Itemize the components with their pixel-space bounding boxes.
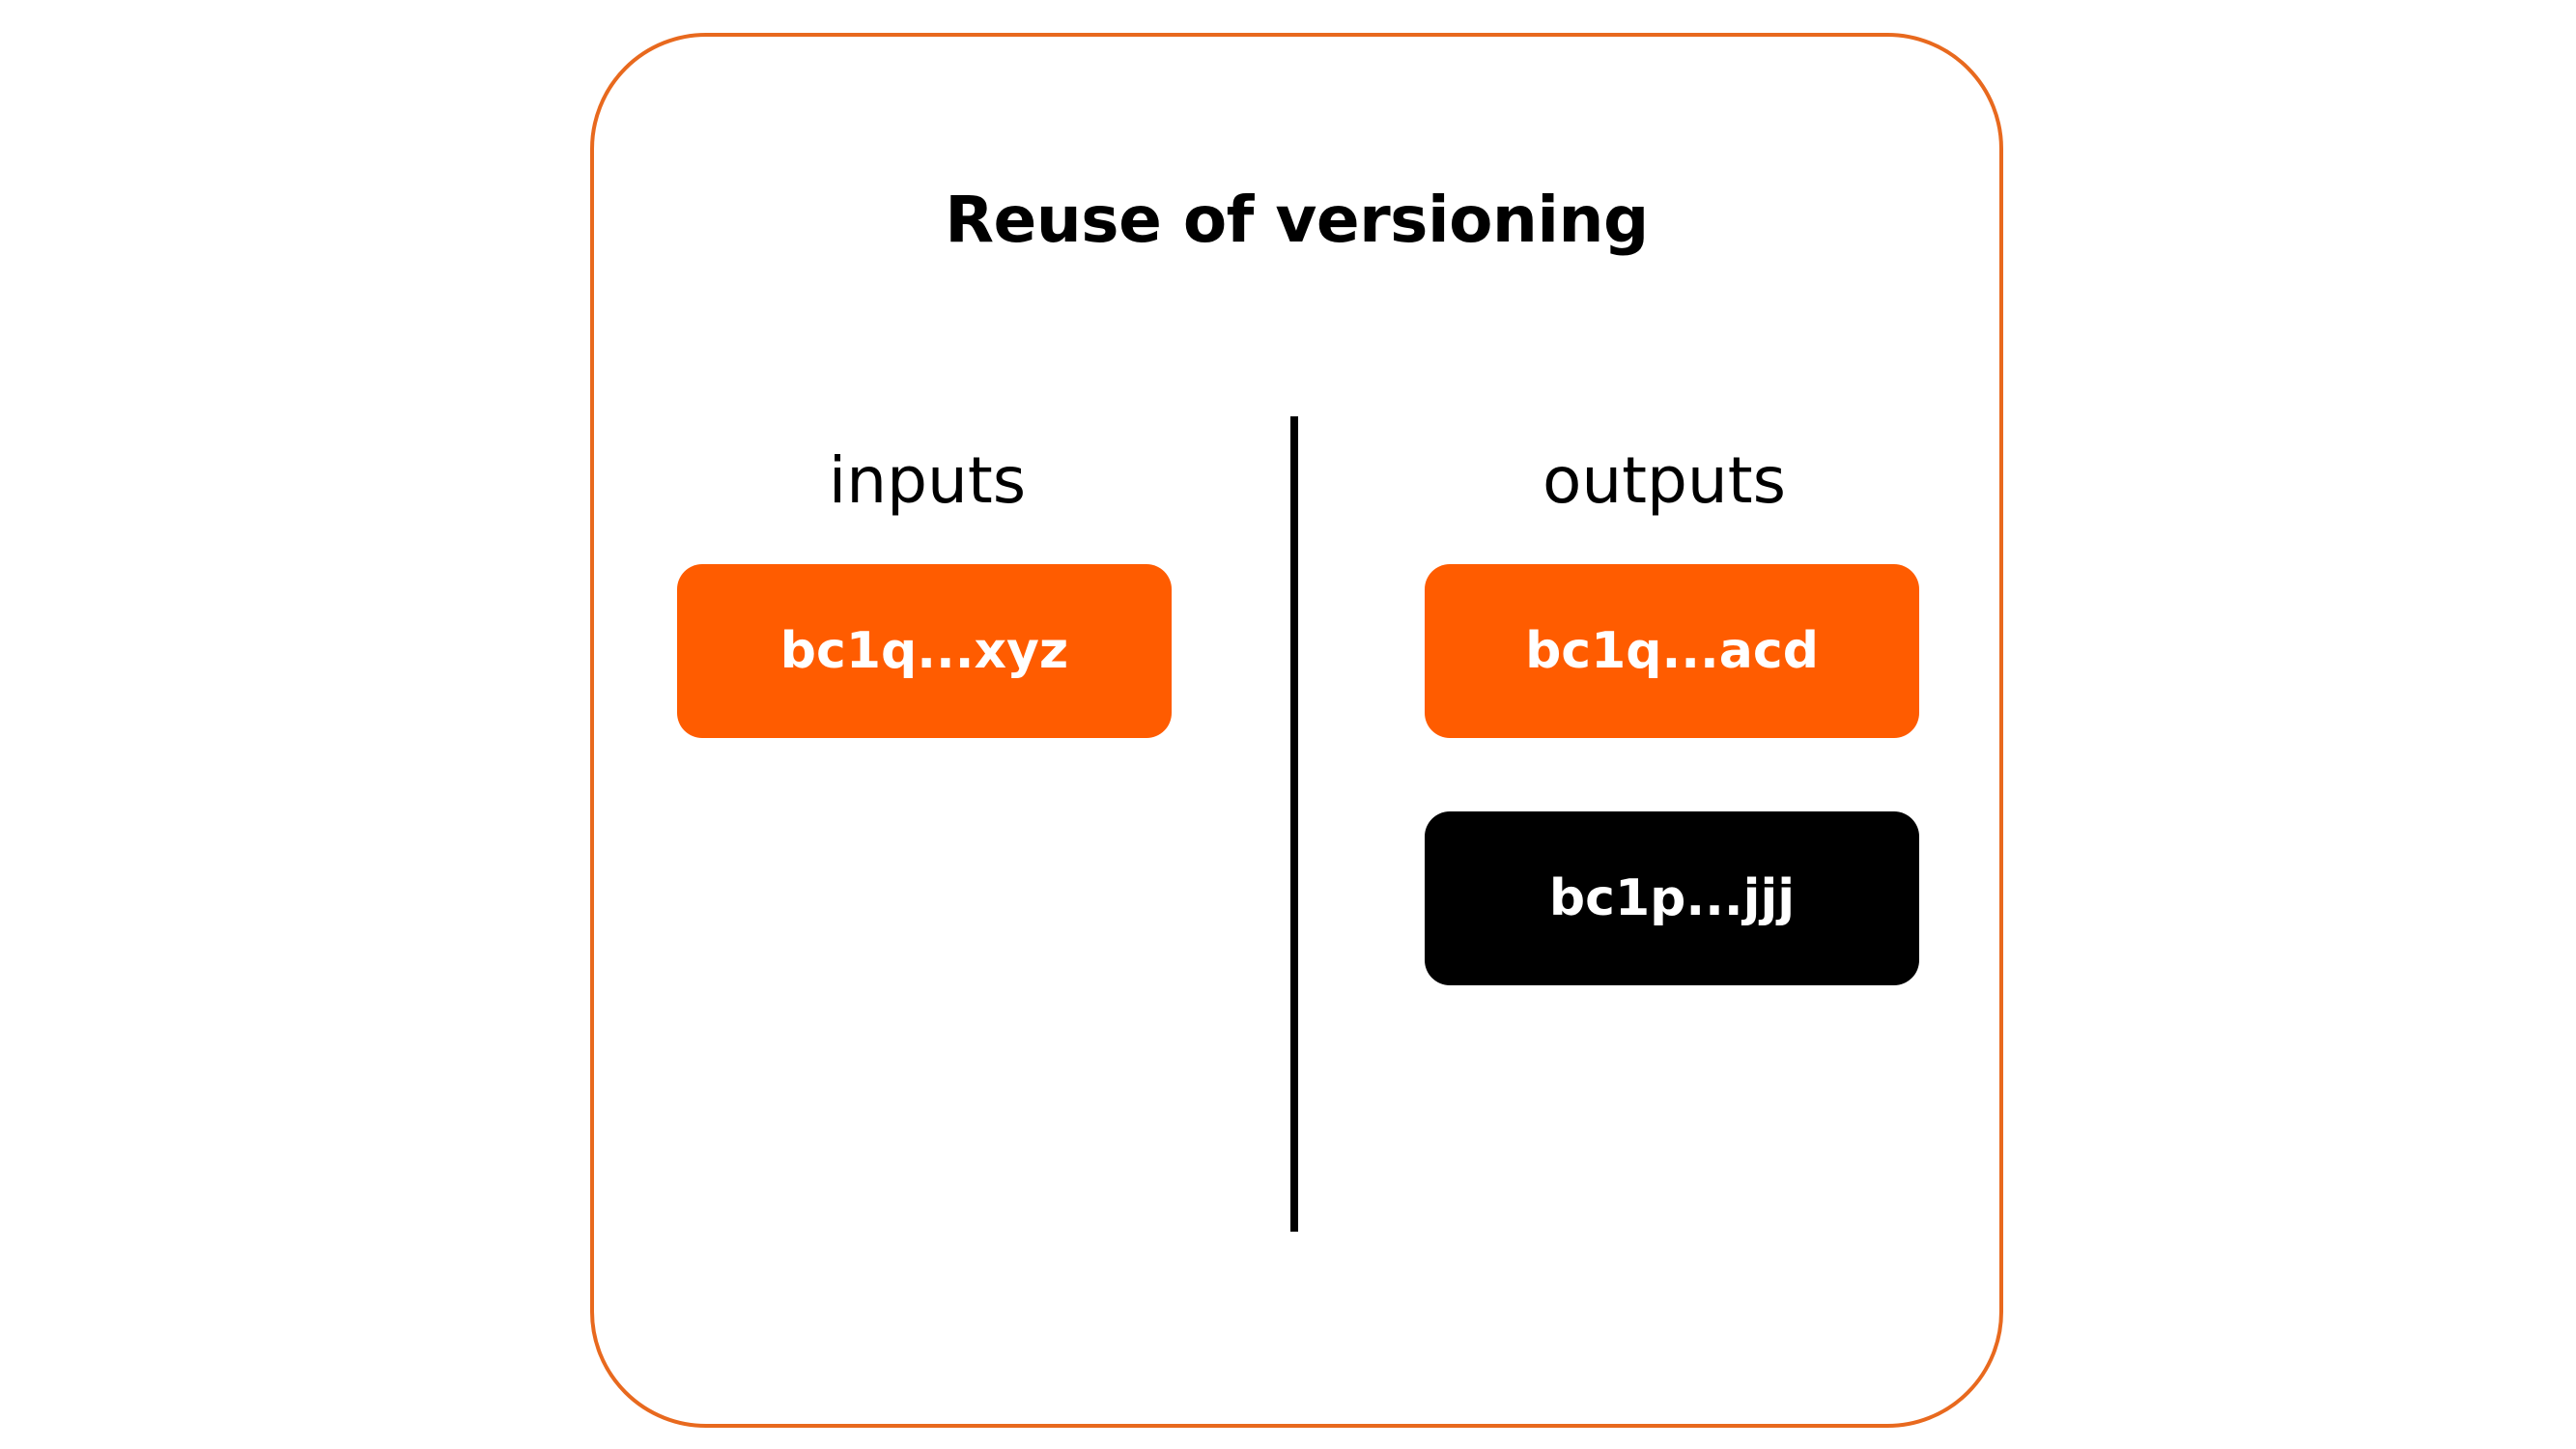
diagram-title: Reuse of versioning <box>945 183 1649 257</box>
input-address-label: bc1q...xyz <box>779 622 1069 680</box>
diagram-frame: Reuse of versioning inputs outputs bc1q.… <box>590 33 2003 1428</box>
output-address-box: bc1q...acd <box>1425 564 1919 738</box>
inputs-heading: inputs <box>828 443 1027 518</box>
output-address-label: bc1p...jjj <box>1548 869 1796 927</box>
output-address-box: bc1p...jjj <box>1425 811 1919 985</box>
column-divider <box>1290 416 1298 1232</box>
input-address-box: bc1q...xyz <box>677 564 1172 738</box>
output-address-label: bc1q...acd <box>1525 622 1819 680</box>
outputs-heading: outputs <box>1542 443 1787 518</box>
